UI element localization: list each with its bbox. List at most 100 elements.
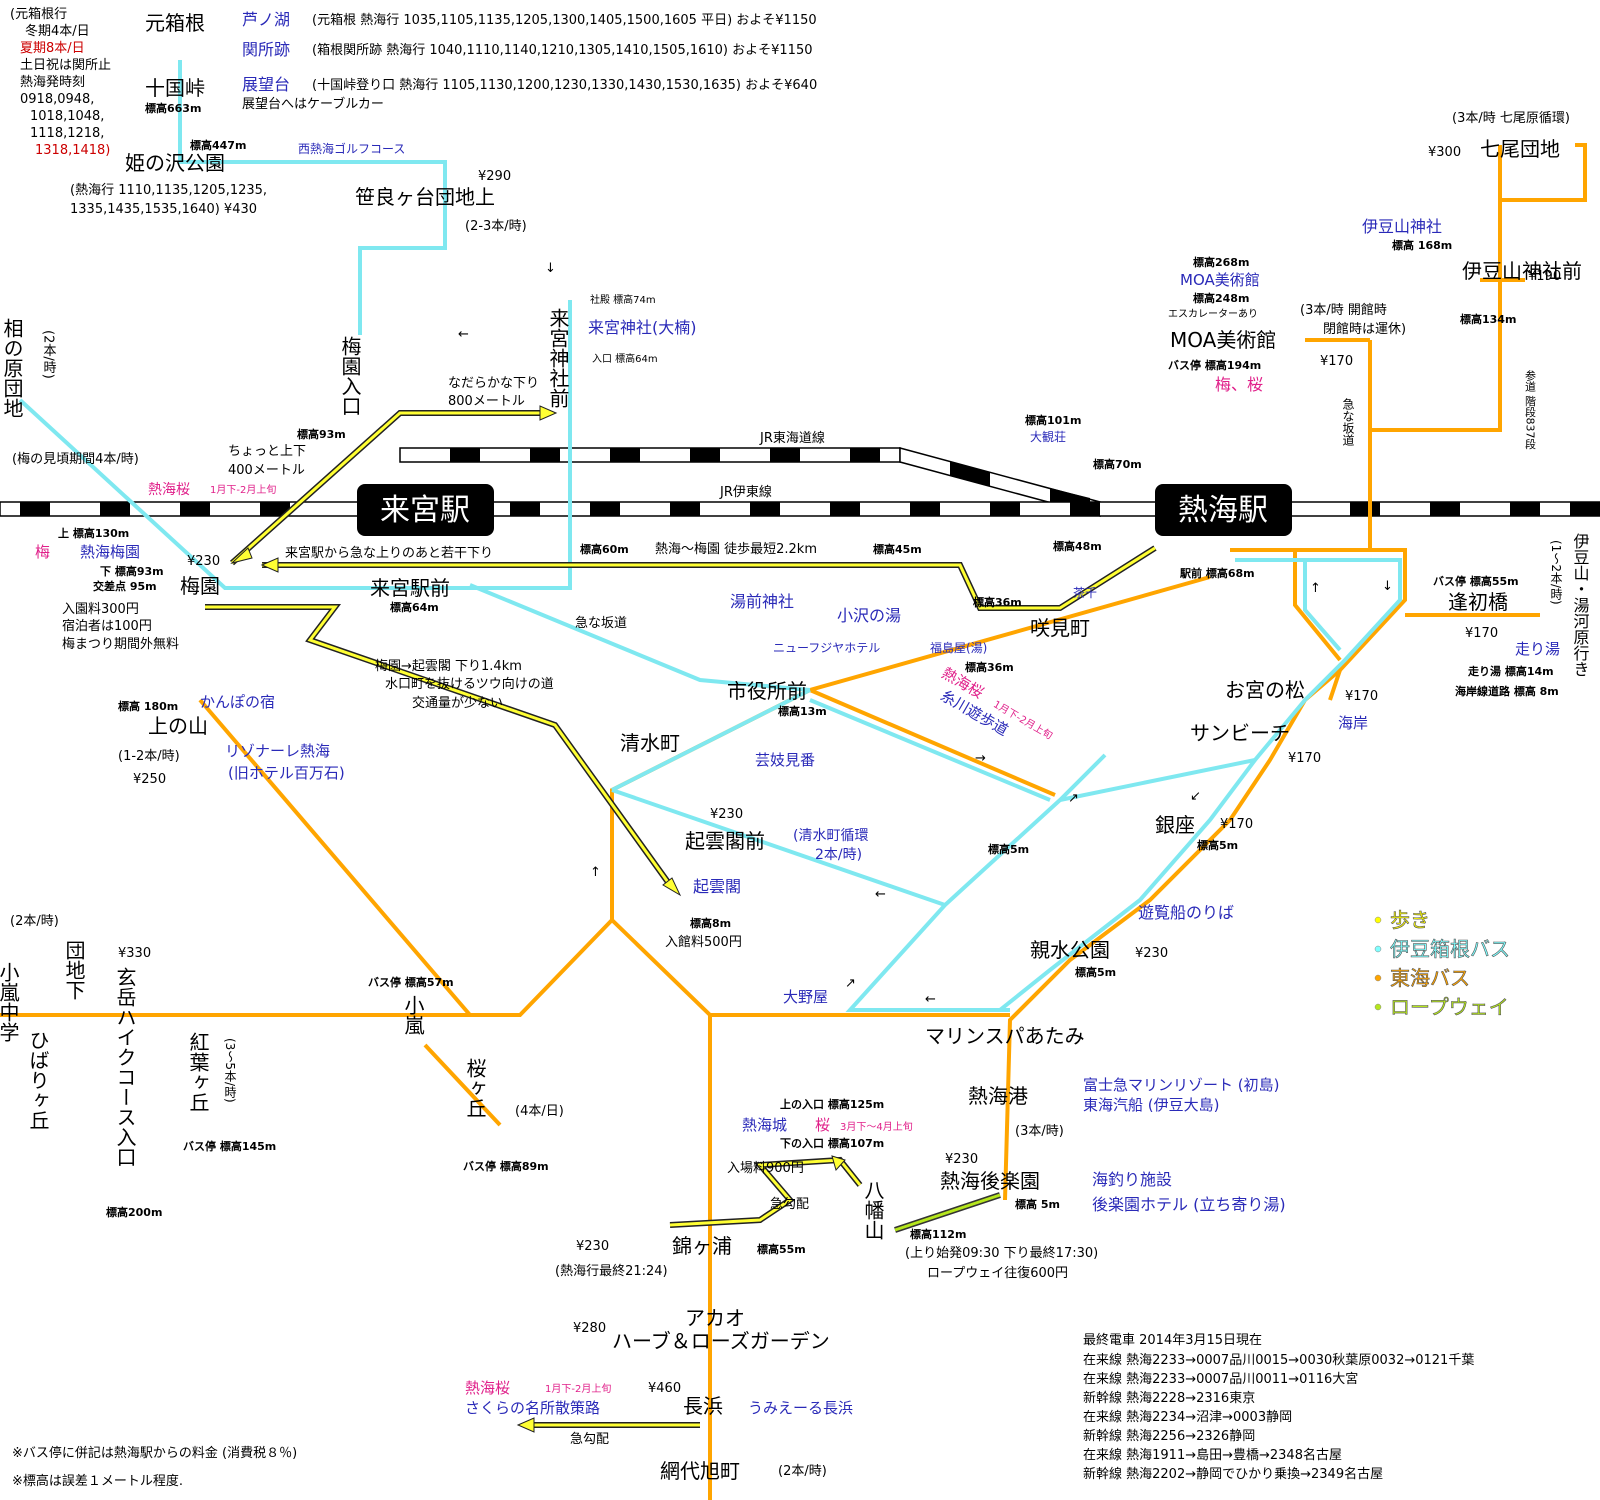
svg-text:MOA美術館: MOA美術館 (1180, 271, 1260, 289)
svg-text:入園料300円: 入園料300円 (62, 602, 139, 617)
svg-text:来宮神社前: 来宮神社前 (546, 308, 570, 408)
svg-text:標高101m: 標高101m (1025, 413, 1081, 427)
atami-station[interactable]: 熱海駅 (1155, 484, 1292, 536)
stop-shinsui[interactable]: 親水公園 (1030, 938, 1110, 962)
stop-atami-ko[interactable]: 熱海港 (968, 1084, 1028, 1108)
svg-text:1118,1218,: 1118,1218, (30, 126, 104, 141)
stop-nanao[interactable]: 七尾団地 (1480, 137, 1560, 161)
stop-baien[interactable]: 梅園 (180, 574, 220, 598)
svg-text:標高5m: 標高5m (1197, 838, 1238, 852)
stop-sakimicho[interactable]: 咲見町 (1030, 616, 1090, 640)
stop-kinomiya-jinja[interactable]: 来宮神社前 (546, 308, 570, 408)
hakone-schedule-box: (元箱根行 冬期4本/日 夏期8本/日 土日祝は関所止 熱海発時刻 0918,0… (10, 6, 111, 158)
svg-text:(十国峠登り口 熱海行 1105,1130,1200,123: (十国峠登り口 熱海行 1105,1130,1200,1230,1330,143… (312, 78, 817, 93)
legend-walk: 歩き (1374, 908, 1430, 932)
stop-akao[interactable]: アカオ (685, 1306, 745, 1330)
tokai-bus-routes (0, 143, 1587, 1500)
svg-text:在来線 熱海2234→沼津→0003静岡: 在来線 熱海2234→沼津→0003静岡 (1083, 1409, 1292, 1425)
svg-text:団地下: 団地下 (62, 940, 86, 1000)
svg-text:(3本/時 開館時: (3本/時 開館時 (1300, 303, 1387, 318)
tenbodai-label: 展望台 (242, 75, 290, 94)
svg-text:1318,1418): 1318,1418) (35, 143, 110, 158)
svg-text:(箱根関所跡 熱海行 1040,1110,1140,1210: (箱根関所跡 熱海行 1040,1110,1140,1210,1305,1410… (312, 42, 813, 58)
svg-text:↓: ↓ (545, 261, 556, 276)
svg-text:(3本/時 七尾原循環): (3本/時 七尾原循環) (1452, 111, 1570, 126)
svg-text:梅園入口: 梅園入口 (338, 336, 362, 416)
svg-text:(2-3本/時): (2-3本/時) (465, 219, 527, 234)
svg-text:¥170: ¥170 (1465, 626, 1498, 641)
walk-arrowheads (230, 405, 846, 1433)
svg-text:大野屋: 大野屋 (783, 988, 828, 1006)
stop-nagahama[interactable]: 長浜 (683, 1394, 723, 1418)
stop-omiya[interactable]: お宮の松 (1225, 678, 1305, 702)
svg-text:海岸線道路 標高 8m: 海岸線道路 標高 8m (1455, 684, 1559, 698)
svg-text:標高5m: 標高5m (1075, 965, 1116, 979)
stop-sasaragadai[interactable]: 笹良ヶ台団地上 (355, 185, 495, 209)
stop-baien-iriguchi[interactable]: 梅園入口 (338, 336, 362, 416)
stop-kouyougaoka[interactable]: 紅葉ヶ丘 (186, 1032, 210, 1112)
stop-marine-spa[interactable]: マリンスパあたみ (925, 1024, 1085, 1048)
svg-text:下 標高93m: 下 標高93m (100, 564, 164, 578)
stop-ginza[interactable]: 銀座 (1155, 813, 1195, 837)
stop-shimizucho[interactable]: 清水町 (620, 731, 680, 755)
stop-izusan[interactable]: 伊豆山神社前 (1462, 259, 1582, 283)
last-trains-table: 最終電車 2014年3月15日現在 在来線 熱海2233→0007品川0015→… (1083, 1332, 1474, 1482)
stop-sunbeach[interactable]: サンビーチ (1190, 721, 1290, 745)
stop-aizome[interactable]: 逢初橋 (1448, 590, 1508, 614)
stop-moa[interactable]: MOA美術館 (1170, 328, 1276, 352)
sekisho-label: 関所跡 (242, 40, 290, 59)
svg-text:(元箱根行: (元箱根行 (10, 6, 67, 22)
svg-text:うみえーる長浜: うみえーる長浜 (748, 1399, 853, 1417)
svg-text:↙: ↙ (1190, 789, 1201, 804)
svg-text:(1～2本/時): (1～2本/時) (1549, 540, 1563, 605)
stop-uenoyama[interactable]: 上の山 (148, 714, 208, 738)
svg-text:↑: ↑ (590, 865, 601, 880)
svg-text:(1-2本/時): (1-2本/時) (118, 749, 180, 764)
stop-shiyakusho[interactable]: 市役所前 (727, 679, 807, 703)
stop-koarashi[interactable]: 小嵐 (401, 995, 425, 1035)
stop-himenosawa[interactable]: 姫の沢公園 (125, 151, 225, 175)
svg-text:¥280: ¥280 (573, 1321, 606, 1336)
svg-text:¥170: ¥170 (1345, 689, 1378, 704)
svg-text:桜ヶ丘: 桜ヶ丘 (463, 1058, 487, 1118)
stop-kokaranaka[interactable]: 小嵐中学 (0, 962, 20, 1042)
svg-text:梅、桜: 梅、桜 (1215, 375, 1263, 394)
svg-text:エスカレーターあり: エスカレーターあり (1168, 308, 1258, 320)
svg-text:ニューフジヤホテル: ニューフジヤホテル (773, 641, 880, 655)
legend-ropeway: ロープウェイ (1374, 995, 1509, 1019)
svg-text:かんぽの宿: かんぽの宿 (200, 693, 275, 711)
stop-motohakone[interactable]: 元箱根 (145, 11, 205, 35)
svg-text:標高200m: 標高200m (106, 1205, 162, 1219)
stop-ajiro[interactable]: 網代旭町 (660, 1459, 740, 1483)
svg-text:交差点 95m: 交差点 95m (93, 579, 157, 593)
svg-text:←: ← (925, 992, 936, 1007)
stop-aino[interactable]: 相の原団地 (0, 318, 24, 418)
tokaido-label: JR東海道線 (759, 430, 825, 446)
stop-gengaku[interactable]: 玄岳ハイクコース入口 (113, 967, 137, 1167)
stop-jukkoku[interactable]: 十国峠 (145, 76, 205, 100)
svg-text:←: ← (875, 887, 886, 902)
stop-korakuen[interactable]: 熱海後楽園 (940, 1169, 1040, 1193)
stop-kinomiya-ekimae[interactable]: 来宮駅前 (370, 576, 450, 600)
svg-text:400メートル: 400メートル (228, 463, 305, 478)
stop-hibarigaoka[interactable]: ひばりヶ丘 (26, 1030, 50, 1130)
legend-izuhakone: 伊豆箱根バス (1374, 937, 1510, 961)
svg-text:¥230: ¥230 (945, 1152, 978, 1167)
sando-label: 参道 階段837段 (1524, 369, 1537, 450)
svg-text:駅前 標高68m: 駅前 標高68m (1179, 566, 1255, 580)
stop-danchishita[interactable]: 団地下 (62, 940, 86, 1000)
svg-text:大観荘: 大観荘 (1030, 430, 1066, 444)
stop-yawatayama[interactable]: 八幡山 (861, 1180, 885, 1240)
stop-nishikigaura[interactable]: 錦ヶ浦 (672, 1234, 732, 1258)
svg-text:新幹線 熱海2228→2316東京: 新幹線 熱海2228→2316東京 (1083, 1390, 1255, 1406)
stop-kiunkaku-mae[interactable]: 起雲閣前 (685, 829, 765, 853)
svg-text:湯前神社: 湯前神社 (730, 592, 794, 611)
svg-text:標高248m: 標高248m (1193, 291, 1249, 305)
stop-sakuragaoka[interactable]: 桜ヶ丘 (463, 1058, 487, 1118)
aino-freq: (2本/時) (41, 330, 57, 379)
svg-text:(梅の見頃期間4本/時): (梅の見頃期間4本/時) (12, 452, 139, 467)
svg-text:新幹線 熱海2202→静岡でひかり乗換→2349名古屋: 新幹線 熱海2202→静岡でひかり乗換→2349名古屋 (1083, 1466, 1383, 1482)
svg-text:海釣り施設: 海釣り施設 (1092, 1170, 1172, 1189)
kinomiya-station[interactable]: 来宮駅 (357, 484, 494, 536)
